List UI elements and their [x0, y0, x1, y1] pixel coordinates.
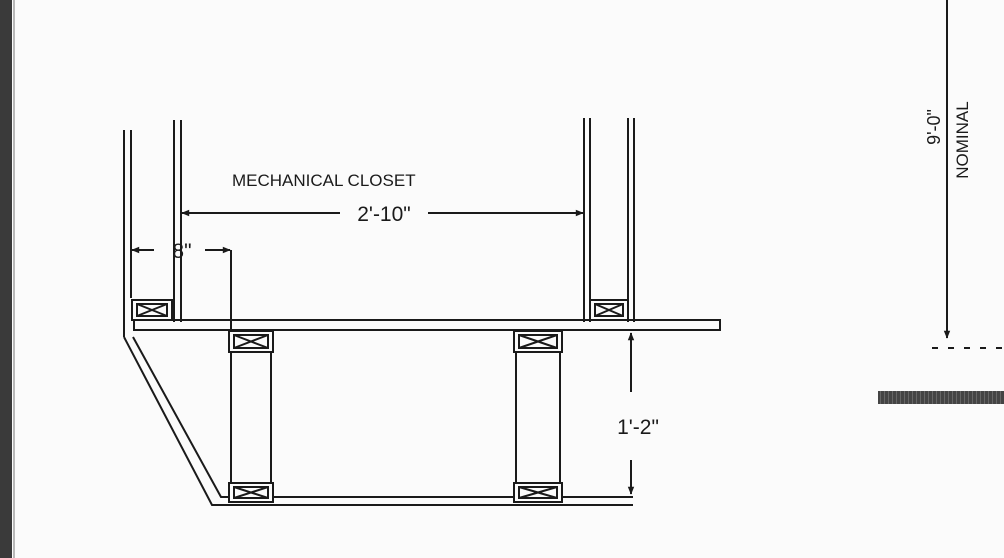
floor-slab: [133, 319, 721, 331]
blocking-upper-left: [228, 330, 274, 353]
blocking-top-right: [589, 299, 629, 321]
room-label: MECHANICAL CLOSET: [232, 171, 416, 190]
blocking-top-left: [131, 299, 173, 321]
depth-dimension-label: 1'-2": [617, 416, 659, 439]
page-border-left: [0, 0, 12, 558]
width-dimension-label: 2'-10": [357, 203, 411, 226]
blocking-lower-right: [513, 482, 563, 503]
blocking-lower-left: [228, 482, 274, 503]
height-note-label: NOMINAL: [953, 101, 972, 178]
floor-band-right: [878, 391, 1004, 404]
blocking-upper-right: [513, 330, 563, 353]
offset-dimension-label: 8": [172, 240, 191, 263]
soffit-inner: [132, 336, 633, 498]
height-dimension-label: 9'-0": [924, 109, 944, 145]
soffit-outer: [123, 336, 633, 506]
